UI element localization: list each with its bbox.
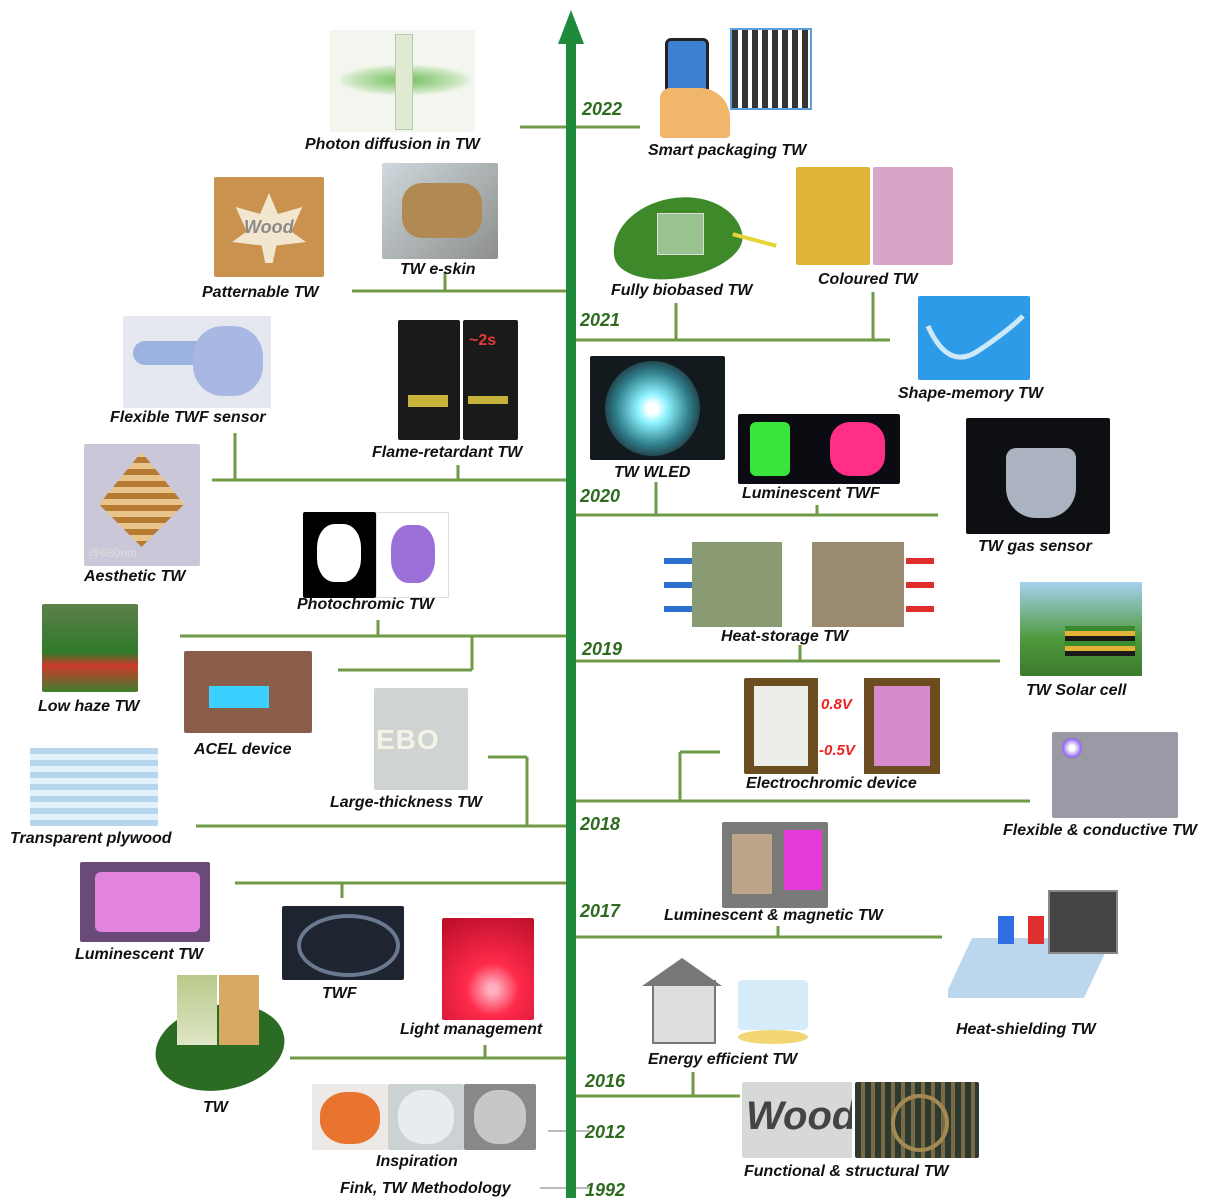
transparent-plywood-image [30, 748, 158, 826]
flexible-conductive-image [1052, 732, 1178, 818]
label-photon-diffusion: Photon diffusion in TW [305, 136, 480, 153]
time-text: ~2s [469, 332, 497, 349]
label-fully-biobased: Fully biobased TW [611, 282, 753, 299]
e-skin-image [382, 163, 498, 259]
aesthetic-image: @680nm [84, 444, 200, 566]
axis-arrow-icon [558, 10, 584, 44]
fully-biobased-image [612, 193, 777, 285]
twf-image [282, 906, 404, 980]
label-heat-storage: Heat-storage TW [721, 628, 849, 645]
label-heat-shielding: Heat-shielding TW [956, 1021, 1096, 1038]
heat-shielding-image [948, 888, 1118, 1018]
label-tw-wled: TW WLED [614, 464, 691, 481]
label-photochromic: Photochromic TW [297, 596, 434, 613]
label-electrochromic: Electrochromic device [746, 775, 917, 792]
ebo-text: EBO [376, 724, 440, 755]
patternable-image: Wood [214, 177, 324, 277]
label-shape-memory: Shape-memory TW [898, 385, 1043, 402]
luminescent-twf-image [738, 414, 900, 484]
label-transparent-plywood: Transparent plywood [10, 830, 172, 847]
label-tw-solar-cell: TW Solar cell [1026, 682, 1127, 699]
label-twf: TWF [322, 985, 357, 1002]
tw-gas-sensor-image [966, 418, 1110, 534]
volt-up-text: 0.8V [821, 696, 852, 713]
timeline-axis [566, 40, 576, 1198]
shape-memory-curve [925, 314, 1025, 360]
label-fink: Fink, TW Methodology [340, 1180, 511, 1197]
inspiration-image-1 [312, 1084, 388, 1150]
luminescent-tw-image [80, 862, 210, 942]
label-functional-structural: Functional & structural TW [744, 1163, 949, 1180]
label-luminescent-magnetic: Luminescent & magnetic TW [664, 907, 883, 924]
electrochromic-image: 0.8V -0.5V [744, 678, 944, 774]
label-tw-gas-sensor: TW gas sensor [978, 538, 1092, 555]
flexible-twf-sensor-image [123, 316, 271, 408]
wood-big-text: Wood [746, 1094, 852, 1138]
label-low-haze: Low haze TW [38, 698, 140, 715]
label-inspiration: Inspiration [376, 1153, 458, 1170]
photochromic-image-1 [303, 512, 376, 598]
year-2021: 2021 [580, 310, 621, 330]
label-aesthetic: Aesthetic TW [84, 568, 186, 585]
label-flexible-conductive: Flexible & conductive TW [1003, 822, 1197, 839]
year-2017: 2017 [580, 901, 621, 921]
functional-structural-image-1: Wood [742, 1082, 852, 1158]
flame-retardant-image-2: ~2s [463, 320, 518, 440]
year-2012: 2012 [585, 1122, 626, 1142]
tw-wled-image [590, 356, 725, 460]
nm-text: @680nm [88, 546, 137, 560]
low-haze-image [42, 604, 138, 692]
label-large-thickness: Large-thickness TW [330, 794, 483, 811]
coloured-pink-image [873, 167, 953, 265]
photon-diffusion-image [330, 30, 475, 132]
inspiration-image-2 [388, 1084, 464, 1150]
acel-device-image [184, 651, 312, 733]
label-flexible-twf-sensor: Flexible TWF sensor [110, 409, 266, 426]
year-2020: 2020 [580, 486, 621, 506]
year-2019: 2019 [582, 639, 623, 659]
functional-structural-image-2 [855, 1082, 979, 1158]
label-luminescent-twf: Luminescent TWF [742, 485, 880, 502]
year-1992: 1992 [585, 1180, 626, 1198]
label-smart-packaging: Smart packaging TW [648, 142, 807, 159]
tw-solar-cell-image [1020, 564, 1160, 676]
shape-memory-image [918, 296, 1030, 380]
label-flame-retardant: Flame-retardant TW [372, 444, 523, 461]
flame-retardant-image-1 [398, 320, 460, 440]
label-coloured: Coloured TW [818, 271, 918, 288]
label-luminescent-tw: Luminescent TW [75, 946, 204, 963]
label-acel-device: ACEL device [194, 741, 292, 758]
label-tw: TW [203, 1099, 228, 1116]
label-patternable: Patternable TW [202, 284, 319, 301]
tw-leaf-image [155, 975, 295, 1093]
inspiration-image-3 [464, 1084, 536, 1150]
energy-efficient-image [642, 950, 812, 1050]
luminescent-magnetic-image [722, 822, 828, 908]
coloured-yellow-image [796, 167, 870, 265]
label-light-management: Light management [400, 1021, 543, 1038]
wood-text: Wood [244, 217, 294, 237]
smart-packaging-image [660, 28, 820, 140]
large-thickness-image: EBO [374, 688, 468, 790]
branches [180, 125, 1030, 1189]
photochromic-image-2 [376, 512, 449, 598]
light-management-image [442, 918, 534, 1020]
year-2018: 2018 [580, 814, 621, 834]
volt-down-text: -0.5V [819, 742, 855, 759]
heat-storage-image [664, 540, 934, 632]
year-2022: 2022 [582, 99, 623, 119]
year-2016: 2016 [585, 1071, 626, 1091]
label-e-skin: TW e-skin [400, 261, 476, 278]
label-energy-efficient: Energy efficient TW [648, 1051, 798, 1068]
